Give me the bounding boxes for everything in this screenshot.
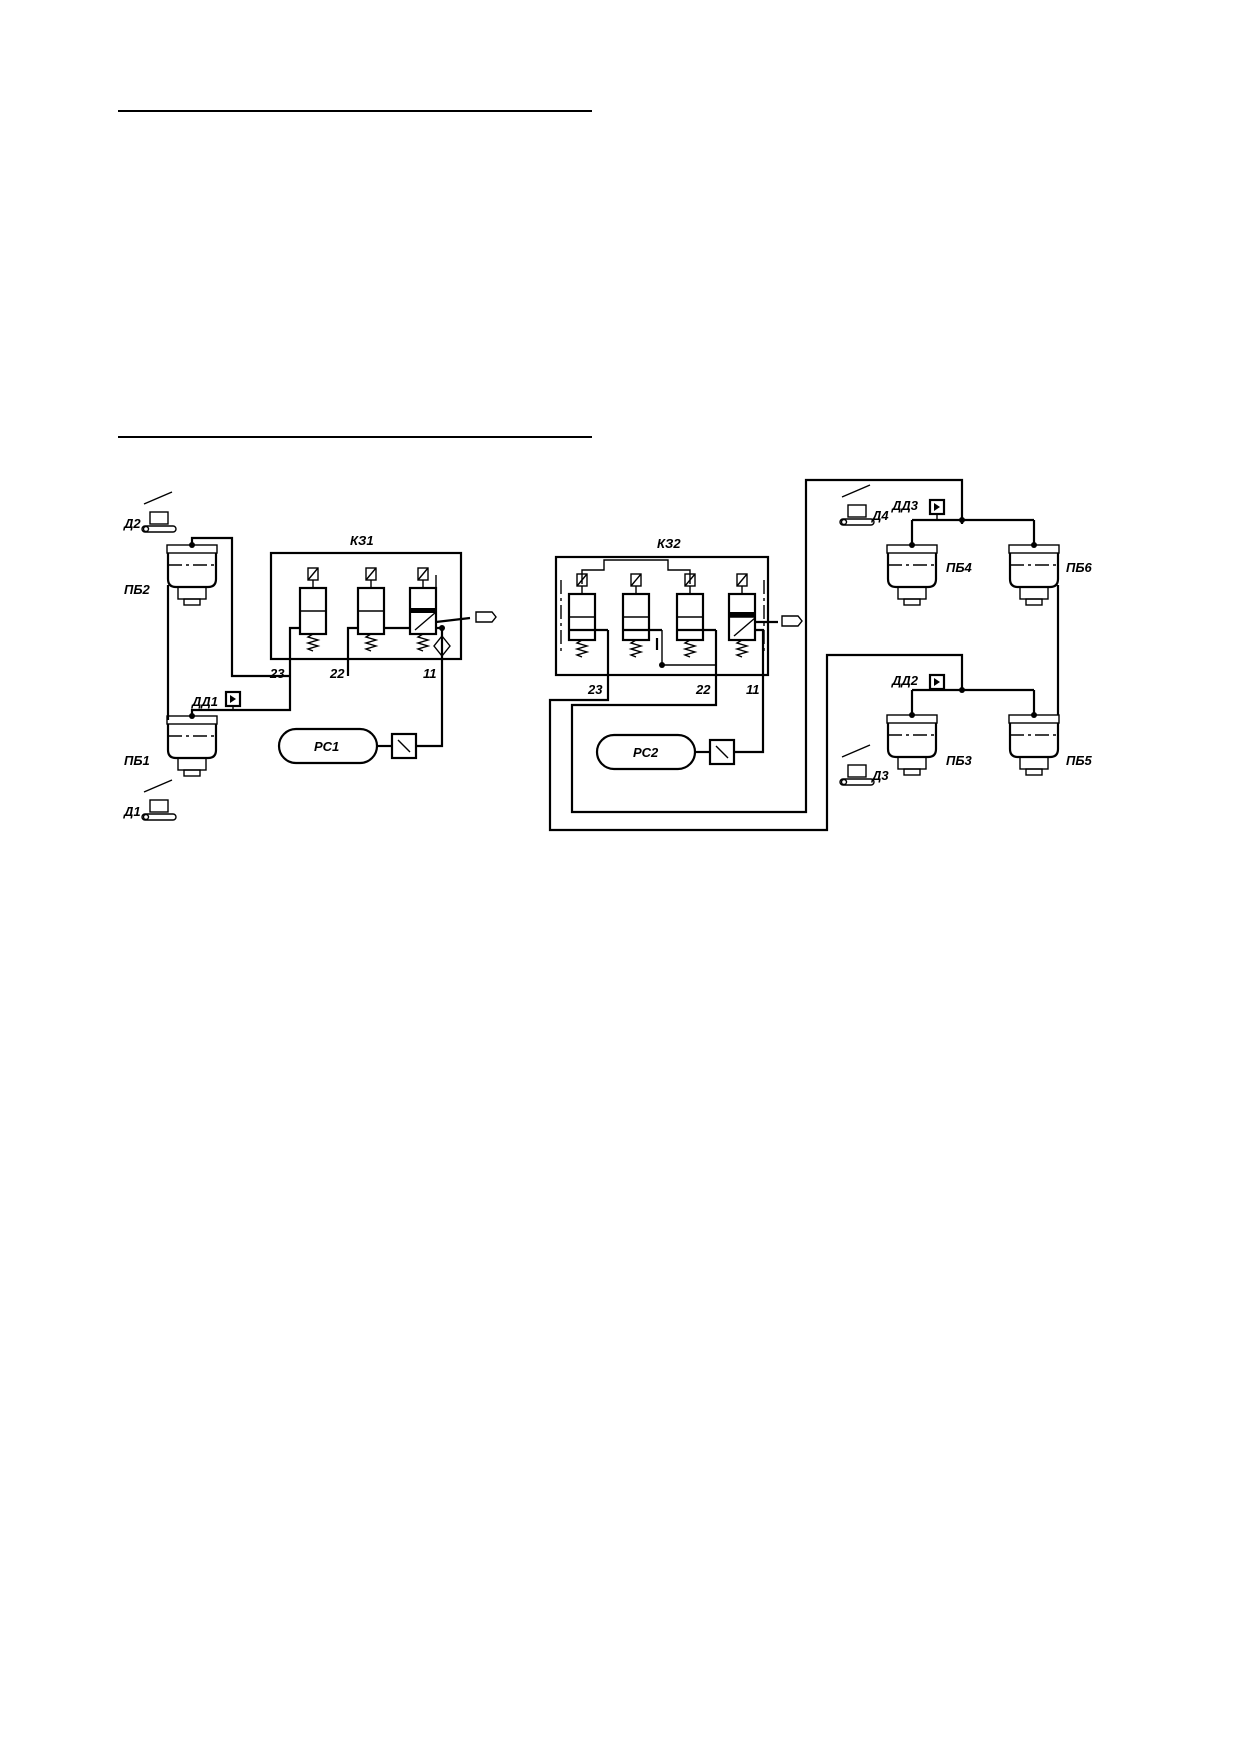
exhaust-muffler-2: [781, 615, 803, 627]
port-label-22-b: 22: [695, 682, 711, 697]
air-spring-pb5-label: ПБ5: [1066, 753, 1093, 768]
height-sensor-d3-label: Д3: [871, 768, 889, 783]
height-sensor-d2: [141, 491, 177, 533]
pressure-sensor-dd3: [928, 498, 946, 516]
air-spring-pb5: [1007, 713, 1061, 777]
height-sensor-d4: [839, 484, 875, 526]
port-label-23-b: 23: [587, 682, 603, 697]
circuit-1: 23 22 11 КЗ1 ПБ2 ПБ1 ДД1 Д2 Д1 РС1: [123, 491, 497, 821]
top-rule: [118, 110, 592, 112]
port-label-11: 11: [423, 666, 437, 681]
air-spring-pb3: [885, 713, 939, 777]
bottom-rule: [118, 436, 592, 438]
height-sensor-d4-label: Д4: [871, 508, 889, 523]
circuit-2: КЗ2 23 22 11 РС2: [548, 478, 1093, 832]
height-sensor-d1: [141, 779, 177, 821]
pressure-sensor-dd1-label: ДД1: [191, 694, 218, 709]
valve-2-23: [567, 572, 597, 659]
air-spring-pb1-label: ПБ1: [124, 753, 150, 768]
air-spring-pb2-label: ПБ2: [124, 582, 151, 597]
port-label-23: 23: [269, 666, 285, 681]
port-label-11-b: 11: [746, 682, 760, 697]
air-spring-pb4: [885, 543, 939, 607]
pressure-sensor-dd1: [224, 690, 242, 708]
valve-block-kz1: [269, 551, 463, 661]
valve-block-kz2: [554, 555, 770, 677]
pressure-sensor-dd2: [928, 673, 946, 691]
air-spring-pb1: [165, 714, 219, 778]
height-sensor-d1-label: Д1: [123, 804, 141, 819]
valve-block-kz2-label: КЗ2: [657, 536, 681, 551]
receiver-rs2-label: РС2: [633, 745, 659, 760]
valve-1-22: [356, 566, 386, 653]
valve-2-x: [621, 572, 651, 659]
height-sensor-d2-label: Д2: [123, 516, 141, 531]
exhaust-muffler-1: [475, 611, 497, 623]
receiver-rs1-label: РС1: [314, 739, 339, 754]
valve-2-22: [675, 572, 705, 659]
valve-1-23: [298, 566, 328, 653]
air-spring-pb2: [165, 543, 219, 607]
filter-1: [433, 634, 451, 658]
air-spring-pb3-label: ПБ3: [946, 753, 973, 768]
air-spring-pb4-label: ПБ4: [946, 560, 973, 575]
height-sensor-d3: [839, 744, 875, 786]
air-spring-pb6: [1007, 543, 1061, 607]
air-spring-pb6-label: ПБ6: [1066, 560, 1093, 575]
valve-block-kz1-label: КЗ1: [350, 533, 374, 548]
pressure-sensor-dd3-label: ДД3: [891, 498, 919, 513]
port-label-22: 22: [329, 666, 345, 681]
pressure-sensor-dd2-label: ДД2: [891, 673, 919, 688]
